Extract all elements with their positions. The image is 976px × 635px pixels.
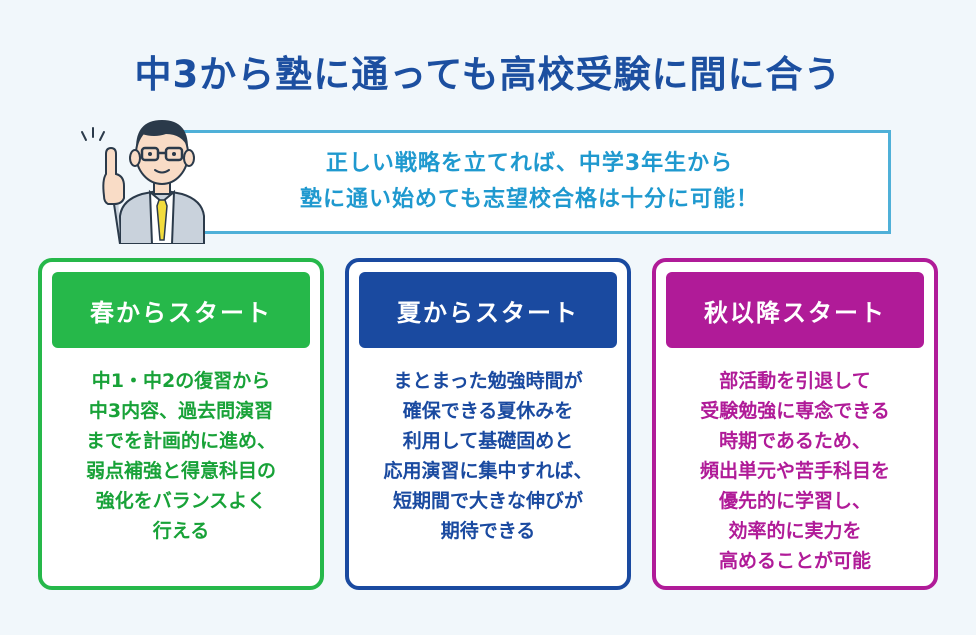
message-banner: 正しい戦略を立てれば、中学3年生から 塾に通い始めても志望校合格は十分に可能！ — [168, 130, 891, 234]
card-line: 高めることが可能 — [718, 550, 871, 572]
card-spring-start: 春からスタート 中1・中2の復習から 中3内容、過去問演習 までを計画的に進め、… — [38, 258, 324, 590]
card-line: 強化をバランスよく — [95, 490, 267, 512]
card-line: 期待できる — [440, 520, 536, 542]
card-line: 受験勉強に専念できる — [700, 400, 890, 422]
card-summer-start: 夏からスタート まとまった勉強時間が 確保できる夏休みを 利用して基礎固めと 応… — [345, 258, 631, 590]
card-summer-body: まとまった勉強時間が 確保できる夏休みを 利用して基礎固めと 応用演習に集中すれ… — [349, 366, 627, 546]
card-line: まとまった勉強時間が — [393, 370, 583, 392]
card-line: 短期間で大きな伸びが — [392, 490, 583, 512]
card-line: 中1・中2の復習から — [91, 370, 271, 392]
card-line: までを計画的に進め、 — [85, 430, 276, 452]
card-line: 確保できる夏休みを — [402, 400, 574, 422]
card-line: 頻出単元や苦手科目を — [699, 460, 890, 482]
card-spring-body: 中1・中2の復習から 中3内容、過去問演習 までを計画的に進め、 弱点補強と得意… — [42, 366, 320, 546]
teacher-pointing-up-icon — [81, 120, 205, 244]
card-line: 利用して基礎固めと — [402, 430, 574, 452]
card-line: 時期であるため、 — [719, 430, 871, 452]
card-spring-heading: 春からスタート — [52, 272, 310, 348]
card-line: 中3内容、過去問演習 — [88, 400, 274, 422]
card-line: 優先的に学習し、 — [718, 490, 871, 512]
card-summer-heading: 夏からスタート — [359, 272, 617, 348]
page-title: 中3から塾に通っても高校受験に間に合う — [134, 53, 842, 96]
card-line: 行える — [152, 520, 210, 542]
card-line: 部活動を引退して — [719, 370, 871, 392]
banner-line-1: 正しい戦略を立てれば、中学3年生から — [325, 151, 734, 176]
card-autumn-body: 部活動を引退して 受験勉強に専念できる 時期であるため、 頻出単元や苦手科目を … — [656, 366, 934, 576]
card-line: 効率的に実力を — [728, 520, 862, 542]
card-line: 応用演習に集中すれば、 — [383, 460, 593, 482]
banner-line-2: 塾に通い始めても志望校合格は十分に可能！ — [300, 187, 759, 212]
card-autumn-heading: 秋以降スタート — [666, 272, 924, 348]
card-line: 弱点補強と得意科目の — [85, 460, 276, 482]
card-autumn-start: 秋以降スタート 部活動を引退して 受験勉強に専念できる 時期であるため、 頻出単… — [652, 258, 938, 590]
